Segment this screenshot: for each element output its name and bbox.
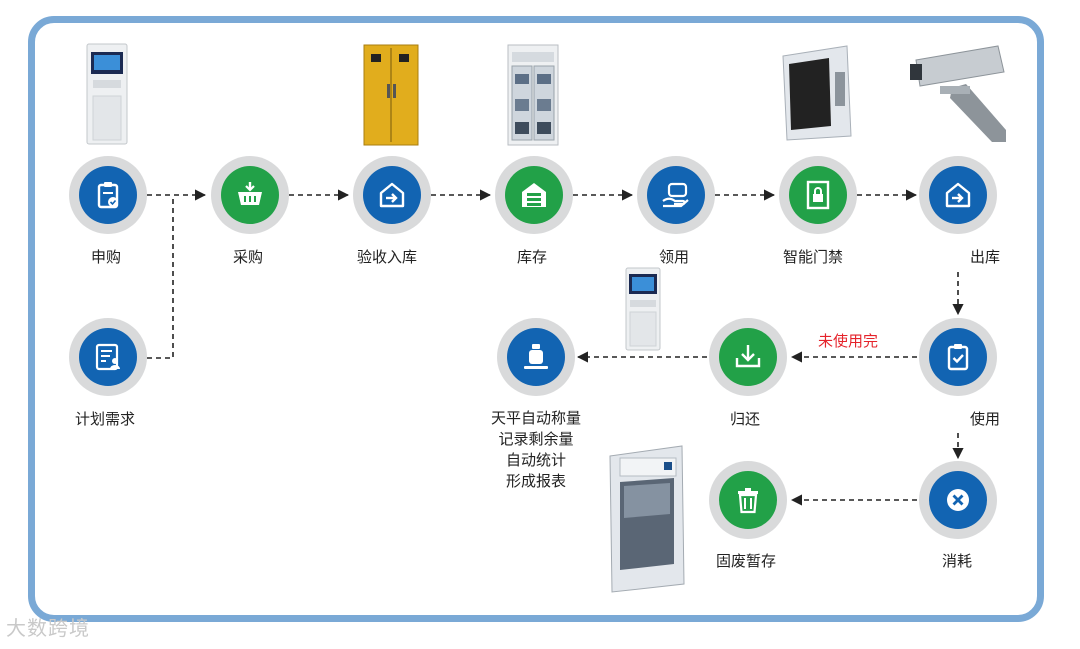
node-return [709, 318, 787, 396]
safety-cabinet-image [363, 44, 419, 146]
node-receive [637, 156, 715, 234]
unused-label: 未使用完 [818, 332, 879, 350]
user-list-icon [95, 343, 120, 371]
storage-cabinet-image [507, 44, 559, 146]
weighing-kiosk-image [625, 267, 661, 351]
node-access-label: 智能门禁 [783, 248, 844, 266]
weigh-line: 形成报表 [505, 472, 566, 490]
node-inbound [353, 156, 431, 234]
download-tray-icon [735, 345, 761, 368]
node-purchase-label: 采购 [233, 248, 264, 266]
node-waste [709, 461, 787, 539]
warehouse-list-icon [522, 183, 546, 207]
shopping-basket-icon [238, 182, 262, 205]
node-consume [919, 461, 997, 539]
close-x-icon [947, 489, 969, 511]
node-outbound [919, 156, 997, 234]
fume-hood-image [609, 445, 685, 593]
clipboard-check-icon [947, 344, 969, 371]
node-weigh [497, 318, 575, 396]
node-use-label: 使用 [970, 410, 1001, 428]
node-consume-label: 消耗 [942, 552, 973, 570]
warehouse-in-icon [379, 182, 405, 208]
weigh-description: 天平自动称量 记录剩余量 自动统计 形成报表 [470, 408, 602, 492]
node-plan-label: 计划需求 [75, 410, 136, 428]
node-access [779, 156, 857, 234]
weigh-line: 记录剩余量 [498, 430, 574, 448]
node-receive-label: 领用 [659, 248, 690, 266]
balance-weight-icon [524, 344, 548, 369]
node-stock [495, 156, 573, 234]
warehouse-out-icon [945, 182, 971, 208]
node-use [919, 318, 997, 396]
hand-receive-icon [662, 182, 689, 208]
arrow-plan-purchase [147, 195, 174, 359]
node-purchase [211, 156, 289, 234]
watermark: 大数跨境 [6, 616, 90, 640]
weigh-line: 天平自动称量 [490, 409, 581, 427]
clipboard-check-icon [97, 182, 119, 209]
camera-image [910, 45, 1006, 142]
access-terminal-image [782, 45, 852, 141]
node-plan [69, 318, 147, 396]
node-apply-label: 申购 [91, 248, 122, 266]
node-apply [69, 156, 147, 234]
node-waste-label: 固废暂存 [716, 552, 777, 570]
node-inbound-label: 验收入库 [357, 248, 418, 266]
kiosk-image [86, 43, 128, 145]
node-stock-label: 库存 [517, 248, 548, 266]
node-outbound-label: 出库 [970, 248, 1001, 266]
door-lock-icon [806, 180, 830, 210]
weigh-line: 自动统计 [505, 451, 566, 469]
node-return-label: 归还 [730, 410, 761, 428]
trash-bin-icon [738, 488, 758, 514]
